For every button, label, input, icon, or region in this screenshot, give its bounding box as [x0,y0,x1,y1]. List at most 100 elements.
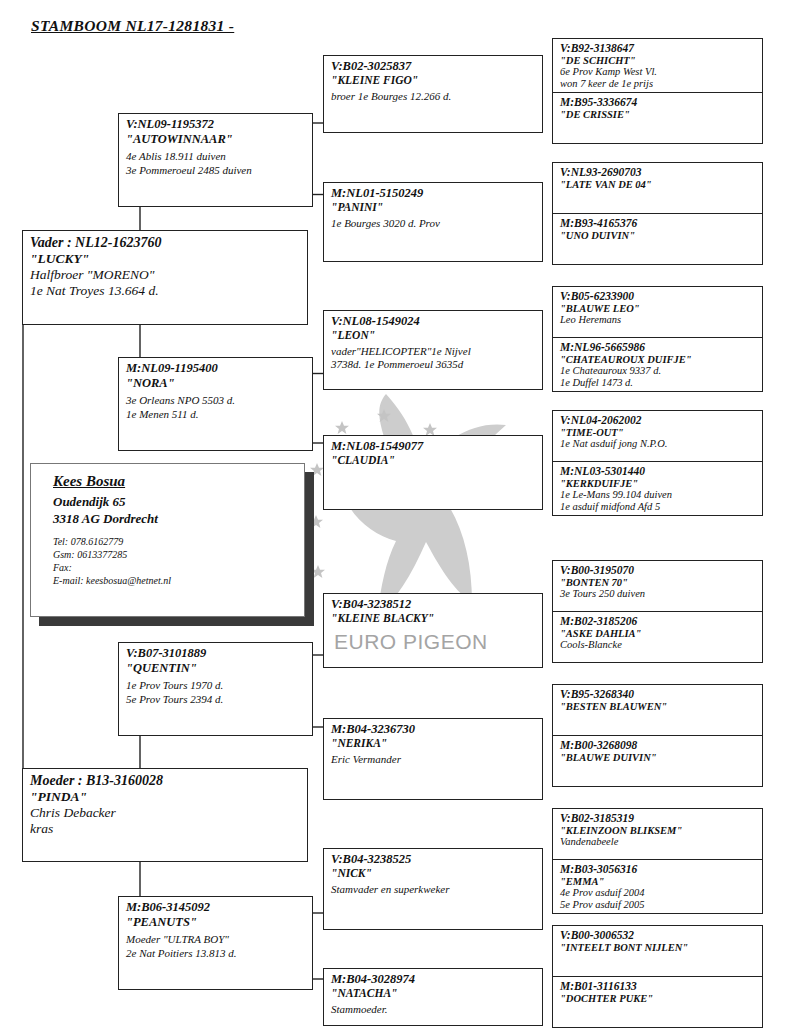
pigeon-name: "AUTOWINNAAR" [126,132,306,147]
result-note: 3e Orleans NPO 5503 d. [126,393,306,407]
result-note: 5e Prov asduif 2005 [560,899,756,911]
ring-number: M:NL09-1195400 [126,361,306,376]
result-note: 1e Nat asduif jong N.P.O. [560,438,756,450]
ring-number: V:B00-3006532 [560,929,756,942]
pigeon-name: "NATACHA" [331,987,536,1000]
ring-number: V:B92-3138647 [560,42,756,55]
pigeon-box: M:B04-3028974"NATACHA"Stammoeder. [323,968,543,1026]
ring-number: M:B95-3336674 [560,96,756,109]
result-note: Stamvader en superkweker [331,882,536,896]
lineage-line [313,122,323,123]
lineage-line [139,207,140,230]
pigeon-name: "UNO DUIVIN" [560,230,756,242]
pigeon-name: "INTEELT BONT NIJLEN" [560,942,756,954]
pigeon-name: "KLEINE BLACKY" [331,612,536,625]
result-note: Stammoeder. [331,1002,536,1016]
breeder-name: Kees Bosua [53,472,294,491]
result-note: 3e Pommeroeul 2485 duiven [126,163,306,177]
pigeon-box: V:B00-3006532"INTEELT BONT NIJLEN" [552,925,763,977]
ring-number: M:B93-4165376 [560,217,756,230]
result-note: broer 1e Bourges 12.266 d. [331,89,536,103]
result-note: 6e Prov Kamp West Vl. [560,66,756,78]
pigeon-box: M:B01-3116133"DOCHTER PUKE" [552,976,763,1028]
lineage-line [139,736,140,768]
ring-number: V:B02-3025837 [331,59,536,74]
result-note: 1e Nat Troyes 13.664 d. [30,283,301,299]
result-note: won 7 keer de 1e prijs [560,78,756,90]
ring-number: V:B02-3185319 [560,812,756,825]
ring-number: V:B05-6233900 [560,290,756,303]
ring-number: V:B04-3238525 [331,852,536,867]
lineage-line [139,325,140,357]
pigeon-name: "CLAUDIA" [331,454,536,467]
breeder-address: Oudendijk 65 [53,493,294,510]
pigeon-name: "NERIKA" [331,737,536,750]
watermark-text: EURO PIGEON [334,630,488,654]
ring-number: V:NL93-2690703 [560,166,756,179]
pigeon-name: "DE CRISSIE" [560,109,756,121]
pigeon-box: V:B00-3195070"BONTEN 70"3e Tours 250 dui… [552,560,763,612]
ring-number: M:B00-3268098 [560,739,756,752]
pigeon-name: "LUCKY" [30,251,301,267]
pigeon-box: M:NL09-1195400"NORA"3e Orleans NPO 5503 … [118,357,313,451]
result-note: Moeder "ULTRA BOY" [126,932,306,946]
lineage-line [313,978,323,979]
pigeon-name: "KERKDUIFJE" [560,478,756,490]
ring-number: M:B04-3236730 [331,722,536,737]
result-note: kras [30,821,301,837]
result-note: 1e asduif midfond Afd 5 [560,501,756,513]
result-note: Vandenabeele [560,836,756,848]
pigeon-name: "DOCHTER PUKE" [560,993,756,1005]
pigeon-name: "TIME-OUT" [560,427,756,439]
result-note: 1e Prov Tours 1970 d. [126,678,306,692]
pigeon-box: V:NL09-1195372"AUTOWINNAAR" 4e Ablis 18.9… [118,113,313,207]
pigeon-name: "BESTEN BLAUWEN" [560,701,756,713]
result-note: Leo Heremans [560,314,756,326]
pigeon-box: M:B04-3236730"NERIKA"Eric Vermander [323,718,543,800]
result-note: 1e Bourges 3020 d. Prov [331,216,536,230]
result-note: 5e Prov Tours 2394 d. [126,692,306,706]
ring-number: V:NL04-2062002 [560,414,756,427]
result-note: vader"HELICOPTER"1e Nijvel [331,344,536,358]
lineage-line [313,194,323,195]
pigeon-name: "KLEINZOON BLIKSEM" [560,825,756,837]
pedigree-title: STAMBOOM NL17-1281831 - [31,17,234,35]
ring-number: M:B01-3116133 [560,980,756,993]
pigeon-box: V:NL93-2690703"LATE VAN DE 04" [552,162,763,214]
pigeon-name: "DE SCHICHT" [560,55,756,67]
ring-number: V:B95-3268340 [560,688,756,701]
ring-number: V:NL09-1195372 [126,117,306,132]
pigeon-box: V:B95-3268340"BESTEN BLAUWEN" [552,684,763,736]
ring-number: V:B04-3238512 [331,597,536,612]
contact-line: Gsm: 0613377285 [53,548,294,561]
lineage-line [313,912,323,913]
pigeon-box: V:B02-3185319"KLEINZOON BLIKSEM"Vandenab… [552,808,763,860]
pigeon-name: "PEANUTS" [126,915,306,930]
ring-number: V:B00-3195070 [560,564,756,577]
pigeon-box: M:B95-3336674"DE CRISSIE" [552,92,763,144]
breeder-card: Kees BosuaOudendijk 653318 AG DordrechtT… [30,463,305,617]
pigeon-box: V:NL04-2062002"TIME-OUT"1e Nat asduif jo… [552,410,763,462]
result-note: 1e Duffel 1473 d. [560,377,756,389]
ring-number: M:NL96-5665986 [560,341,756,354]
ring-number: M:NL03-5301440 [560,465,756,478]
pigeon-box: V:B05-6233900"BLAUWE LEO"Leo Heremans [552,286,763,338]
pigeon-name: "KLEINE FIGO" [331,74,536,87]
pigeon-box: V:NL08-1549024"LEON"vader"HELICOPTER"1e … [323,310,543,390]
result-note: 1e Menen 511 d. [126,407,306,421]
lineage-line [313,726,323,727]
ring-number: M:B06-3145092 [126,900,306,915]
ring-number: M:B02-3185206 [560,615,756,628]
pigeon-name: "BLAUWE LEO" [560,303,756,315]
result-note: 1e Le-Mans 99.104 duiven [560,489,756,501]
pigeon-box: Vader : NL12-1623760"LUCKY"Halfbroer "MO… [22,230,308,325]
pigeon-name: "PANINI" [331,201,536,214]
lineage-line [139,862,140,896]
pigeon-name: "CHATEAUROUX DUIFJE" [560,354,756,366]
result-note: 4e Ablis 18.911 duiven [126,149,306,163]
pigeon-box: M:NL08-1549077"CLAUDIA" [323,435,543,510]
pigeon-box: M:B93-4165376"UNO DUIVIN" [552,213,763,265]
ring-number: M:NL08-1549077 [331,439,536,454]
pigeon-name: "LEON" [331,329,536,342]
pigeon-name: "EMMA" [560,876,756,888]
